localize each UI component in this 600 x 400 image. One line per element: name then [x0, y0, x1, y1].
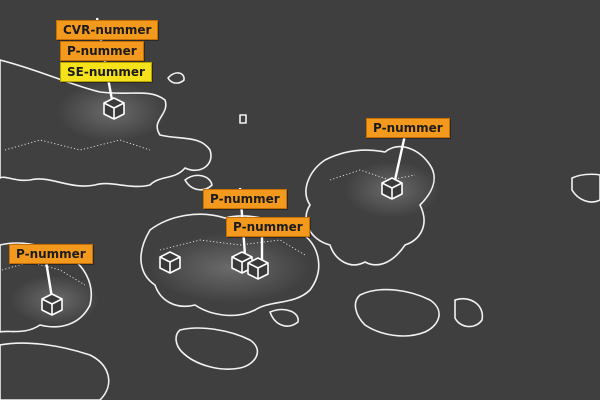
tag-p-nummer-east[interactable]: P-nummer	[366, 118, 450, 138]
coastline-east	[305, 146, 600, 337]
tag-p-nummer-center-2[interactable]: P-nummer	[226, 217, 310, 237]
building-box-icon[interactable]	[247, 257, 269, 280]
tag-p-nummer-west[interactable]: P-nummer	[9, 244, 93, 264]
tag-cvr-nummer[interactable]: CVR-nummer	[56, 20, 159, 40]
tag-p-nummer-center-1[interactable]: P-nummer	[203, 189, 287, 209]
glow-center	[150, 233, 310, 303]
building-box-icon[interactable]	[159, 251, 181, 274]
building-box-icon[interactable]	[381, 177, 403, 200]
tag-p-nummer-north[interactable]: P-nummer	[60, 41, 144, 61]
building-box-icon[interactable]	[41, 293, 63, 316]
tag-se-nummer[interactable]: SE-nummer	[60, 62, 152, 82]
building-box-icon[interactable]	[103, 97, 125, 120]
signpost-icon	[393, 134, 407, 181]
